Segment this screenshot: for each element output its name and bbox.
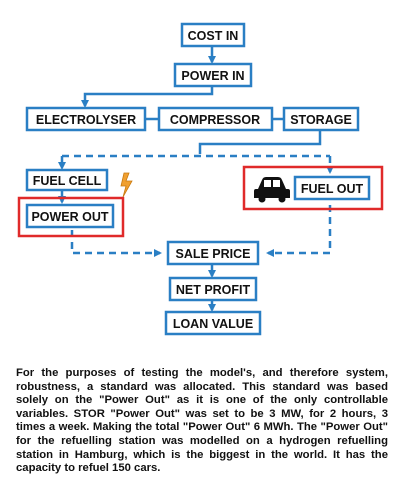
node-power-in: POWER IN bbox=[181, 69, 244, 83]
node-compressor-box bbox=[157, 106, 274, 132]
node-fuel-out-box bbox=[293, 175, 371, 201]
node-net-profit: NET PROFIT bbox=[176, 283, 251, 297]
node-net-profit-box bbox=[168, 276, 258, 302]
node-loan-value: LOAN VALUE bbox=[173, 317, 253, 331]
node-storage: STORAGE bbox=[290, 113, 352, 127]
node-fuel-out: FUEL OUT bbox=[301, 182, 364, 196]
node-cost-in-box bbox=[180, 22, 246, 48]
node-storage-box bbox=[282, 106, 360, 132]
caption-text: For the purposes of testing the model's,… bbox=[16, 367, 388, 475]
node-loan-value-box bbox=[164, 310, 262, 336]
node-sale-price: SALE PRICE bbox=[175, 247, 250, 261]
node-cost-in: COST IN bbox=[188, 29, 239, 43]
connector-power-electrolyser bbox=[81, 86, 214, 108]
node-sale-price-box bbox=[166, 240, 260, 266]
connector-storage-down bbox=[198, 131, 322, 154]
flow-diagram: COST IN POWER IN ELECTROLYSER COMPRESSOR… bbox=[17, 22, 384, 336]
node-fuel-cell-box bbox=[25, 168, 109, 192]
lightning-icon bbox=[120, 172, 133, 198]
connector-dashed-fuelout-sale bbox=[266, 205, 332, 257]
node-fuel-cell: FUEL CELL bbox=[33, 174, 102, 188]
node-power-out-box bbox=[25, 203, 115, 229]
highlight-fuel-out bbox=[242, 165, 384, 211]
connector-dashed-powerout-sale bbox=[70, 230, 162, 257]
highlight-power-out bbox=[17, 196, 125, 238]
car-icon bbox=[254, 177, 290, 203]
node-power-out: POWER OUT bbox=[31, 210, 108, 224]
node-electrolyser: ELECTROLYSER bbox=[36, 113, 136, 127]
node-power-in-box bbox=[173, 62, 253, 88]
node-compressor: COMPRESSOR bbox=[170, 113, 260, 127]
node-electrolyser-box bbox=[25, 106, 147, 132]
